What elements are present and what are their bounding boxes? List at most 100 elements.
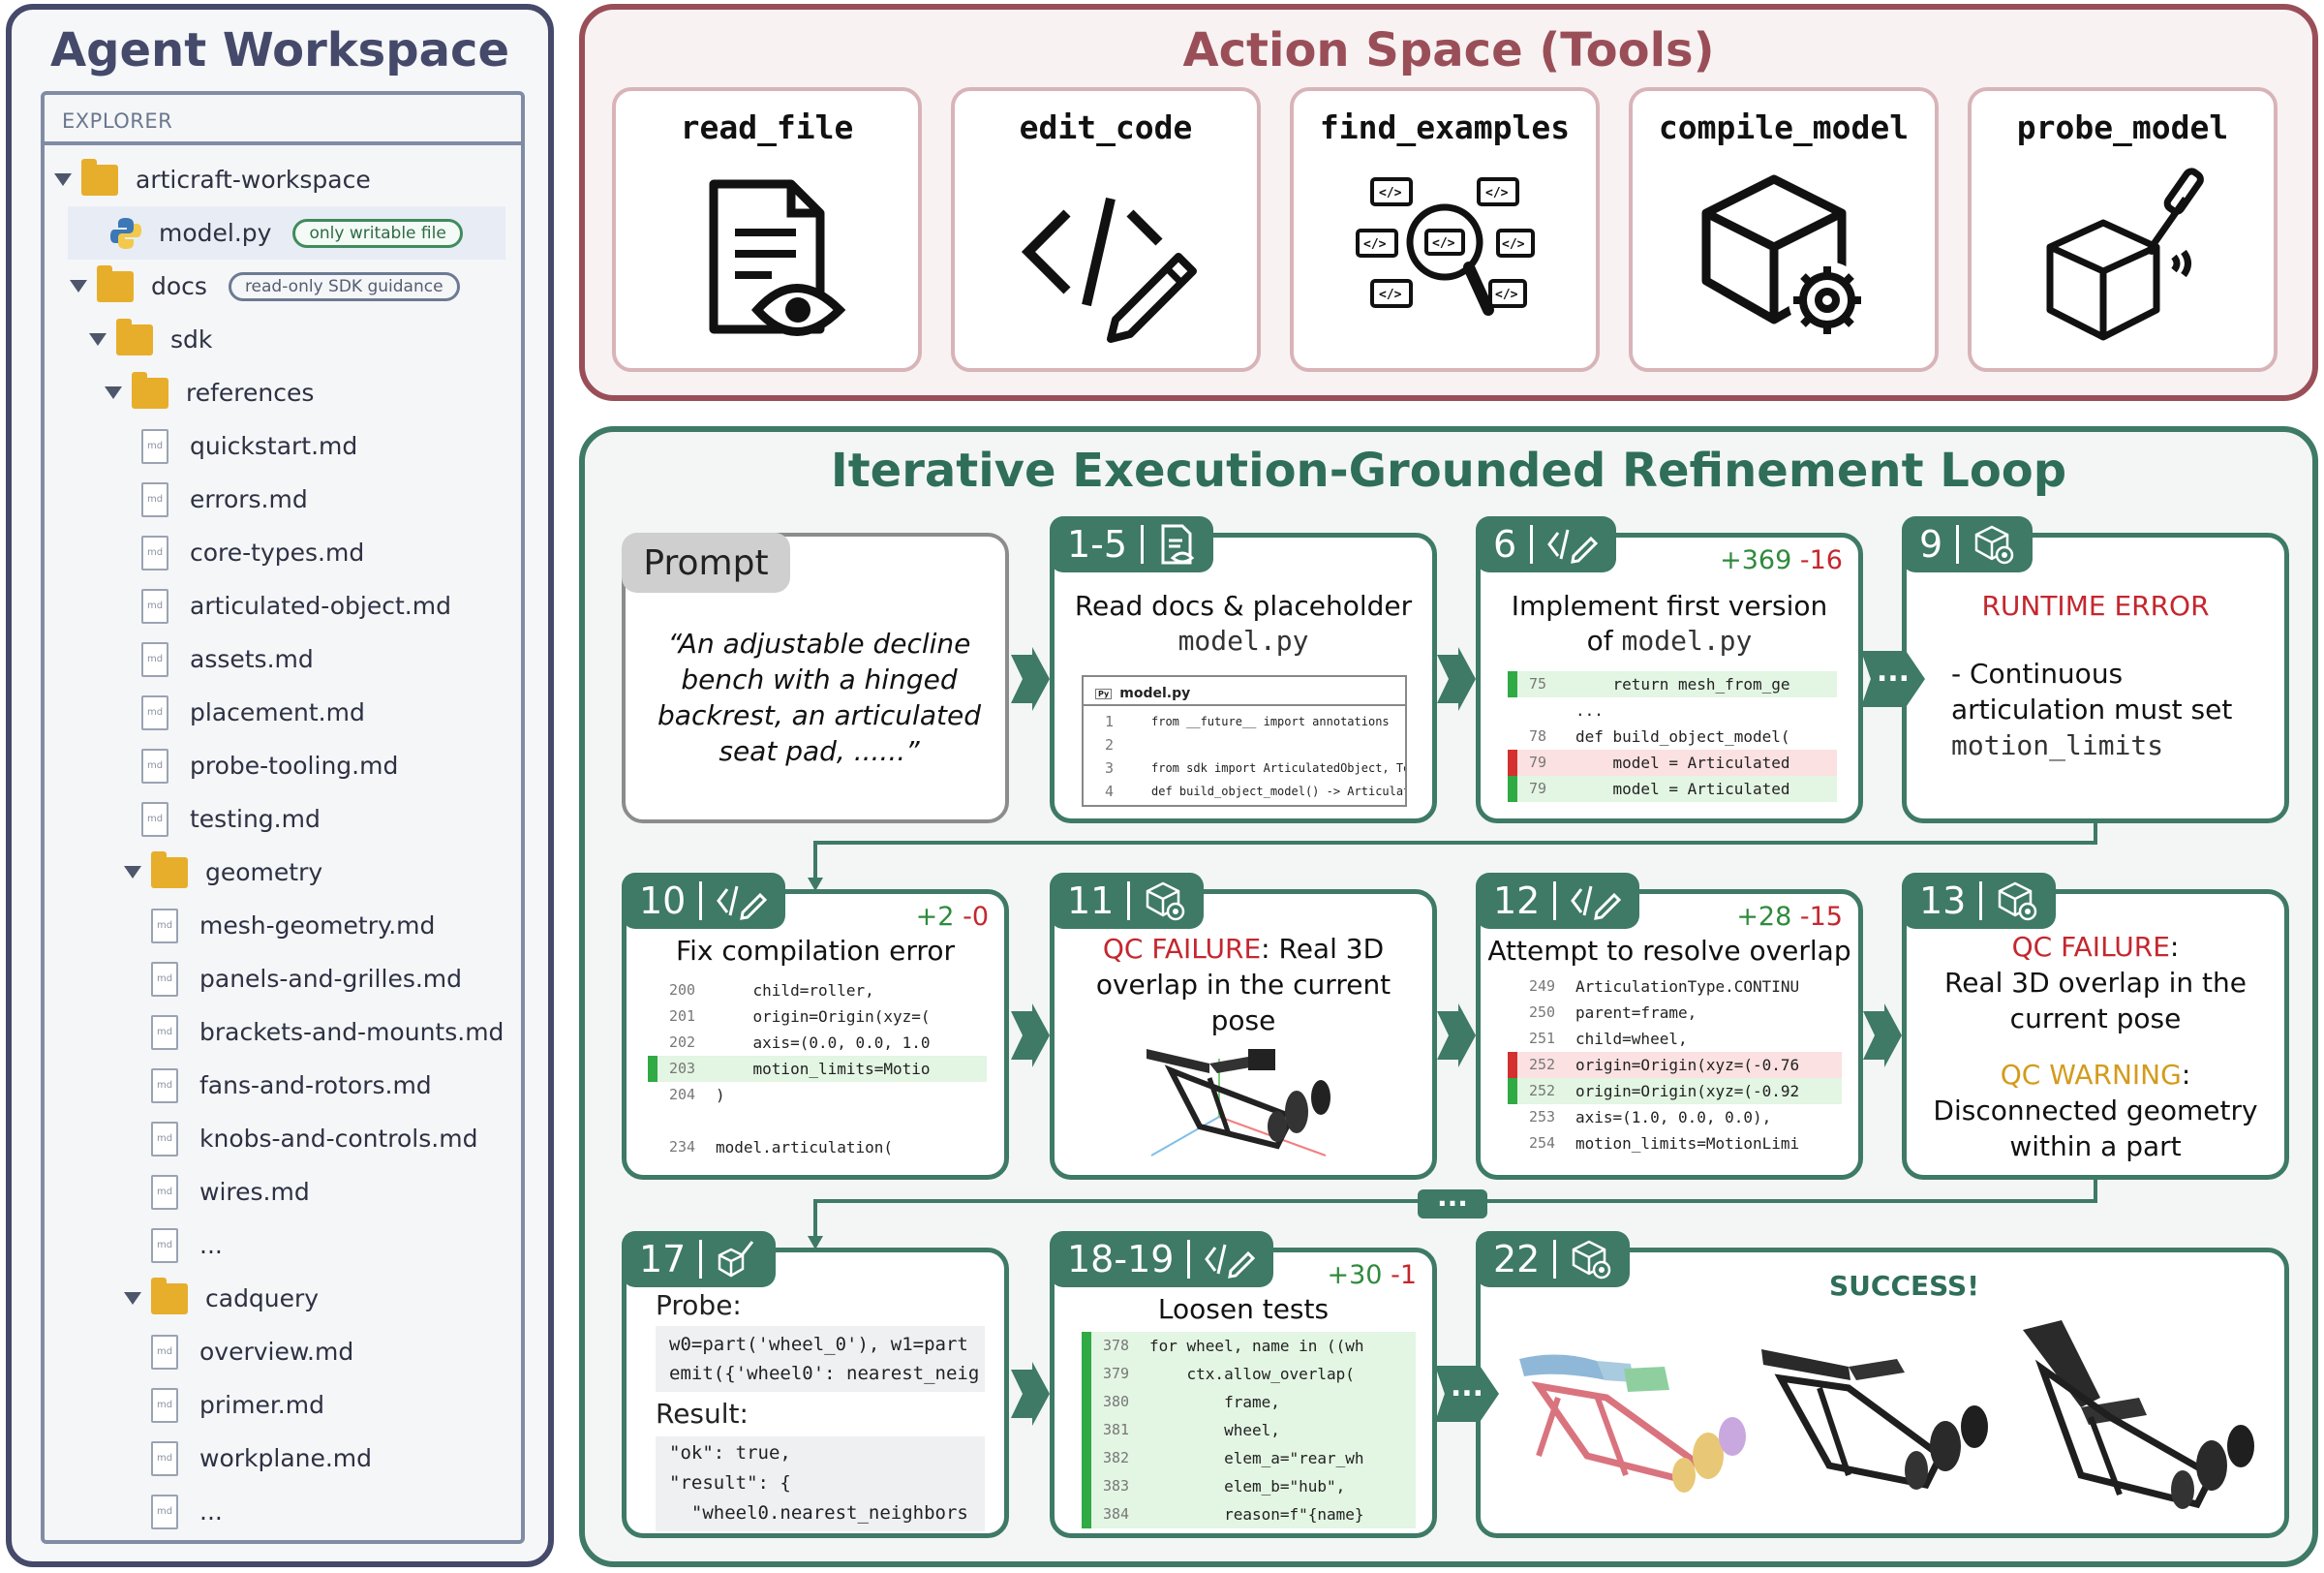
document-eye-icon: [1161, 524, 1195, 565]
lines-removed: -15: [1799, 902, 1843, 932]
step-title: Fix compilation error: [676, 935, 955, 967]
agent-workspace-panel: Agent Workspace EXPLORER articraft-works…: [6, 4, 554, 1567]
step-6-card: 6 +369 -16 Implement first version of mo…: [1476, 516, 1863, 823]
step-title: Read docs & placeholder: [1074, 590, 1413, 622]
bench-render-3: [2023, 1320, 2254, 1509]
line-number: 4: [1105, 783, 1115, 800]
markdown-file-icon: md: [151, 1121, 178, 1157]
code-line: 79 model = Articulated: [1508, 776, 1837, 802]
chevron-down-icon[interactable]: [124, 866, 141, 879]
result-line: "wheel0.nearest_neighbors: [669, 1502, 968, 1524]
tool-find-examples[interactable]: find_examples </></> </></> </> </></>: [1290, 87, 1600, 372]
tree-item[interactable]: md...: [45, 1218, 521, 1272]
line-code: frame,: [1149, 1393, 1280, 1411]
tree-item[interactable]: sdk: [45, 313, 521, 366]
chevron-down-icon[interactable]: [89, 333, 107, 346]
step-badge: 17: [622, 1231, 777, 1287]
line-code: elem_b="hub",: [1149, 1477, 1346, 1496]
final-bench-renders: [1519, 1320, 2254, 1509]
code-pencil-icon: [1021, 197, 1197, 343]
tool-name: find_examples: [1319, 108, 1571, 146]
step-22-card: 22 SUCCESS!: [1476, 1231, 2289, 1538]
tree-item[interactable]: cadquery: [45, 1272, 521, 1325]
line-number: 379: [1103, 1365, 1130, 1382]
diff-count: +28 -15: [1736, 902, 1843, 932]
chevron-down-icon[interactable]: [124, 1292, 141, 1305]
cube-probe-icon: [2046, 168, 2204, 341]
code-line: 380 frame,: [1082, 1388, 1416, 1416]
tree-item-label: sdk: [170, 325, 213, 354]
code-pencil-icon: [1547, 529, 1599, 564]
step-title-file: model.py: [1621, 625, 1753, 657]
step-number: 10: [639, 879, 687, 922]
markdown-file-icon: md: [141, 694, 168, 730]
step-number: 9: [1919, 523, 1943, 566]
tree-item-label: primer.md: [199, 1391, 324, 1419]
svg-text:</>: </>: [1485, 186, 1509, 200]
line-code: model.articulation(: [716, 1138, 894, 1157]
folder-icon: [132, 371, 168, 409]
step-title-file: model.py: [1177, 625, 1309, 657]
tree-item[interactable]: articraft-workspace: [45, 153, 521, 206]
qc-warning-message: QC WARNING:Disconnected geometry within …: [1933, 1059, 2258, 1162]
chevron-down-icon[interactable]: [70, 280, 87, 293]
probe-line: w0=part('wheel_0'), w1=part: [669, 1334, 968, 1355]
line-code: origin=Origin(xyz=(-0.76: [1575, 1056, 1800, 1074]
tree-item-label: wires.md: [199, 1178, 310, 1206]
line-number: 252: [1529, 1082, 1556, 1099]
folder-icon: [151, 1277, 188, 1314]
success-title: SUCCESS!: [1829, 1270, 1979, 1302]
result-json: "ok": true,"result": { "wheel0.nearest_n…: [656, 1436, 985, 1531]
tree-item[interactable]: references: [45, 366, 521, 419]
svg-text:</>: </>: [1502, 237, 1525, 252]
tool-edit-code[interactable]: edit_code: [951, 87, 1261, 372]
lines-removed: -1: [1391, 1260, 1417, 1290]
tree-item[interactable]: geometry: [45, 846, 521, 899]
line-number: 79: [1529, 780, 1547, 797]
code-line: 200 child=roller,: [648, 977, 987, 1003]
tree-item-label: cadquery: [205, 1284, 320, 1312]
tool-read-file[interactable]: read_file: [612, 87, 922, 372]
chevron-down-icon[interactable]: [54, 173, 72, 186]
prompt-text: “An adjustable decline bench with a hing…: [657, 628, 981, 767]
refinement-loop-panel: Iterative Execution-Grounded Refinement …: [579, 426, 2318, 1567]
markdown-file-icon: md: [151, 1227, 178, 1263]
line-code: ): [716, 1086, 725, 1104]
tree-item-label: ...: [199, 1497, 223, 1526]
python-file-icon: Py: [1095, 688, 1113, 699]
diff-count: +369 -16: [1720, 545, 1843, 575]
tool-compile-model[interactable]: compile_model: [1629, 87, 1939, 372]
code-line: 202 axis=(0.0, 0.0, 1.0: [648, 1030, 987, 1056]
tree-item[interactable]: md...: [45, 1485, 521, 1538]
tool-probe-model[interactable]: probe_model: [1968, 87, 2278, 372]
step-title: Loosen tests: [1157, 1293, 1330, 1325]
arrow-right: [1437, 647, 1476, 711]
step-10-card: 10 +2 -0 Fix compilation error 200 child…: [622, 873, 1009, 1180]
svg-text:</>: </>: [1432, 236, 1455, 251]
chevron-down-icon[interactable]: [105, 386, 122, 399]
line-number: 75: [1529, 675, 1547, 693]
